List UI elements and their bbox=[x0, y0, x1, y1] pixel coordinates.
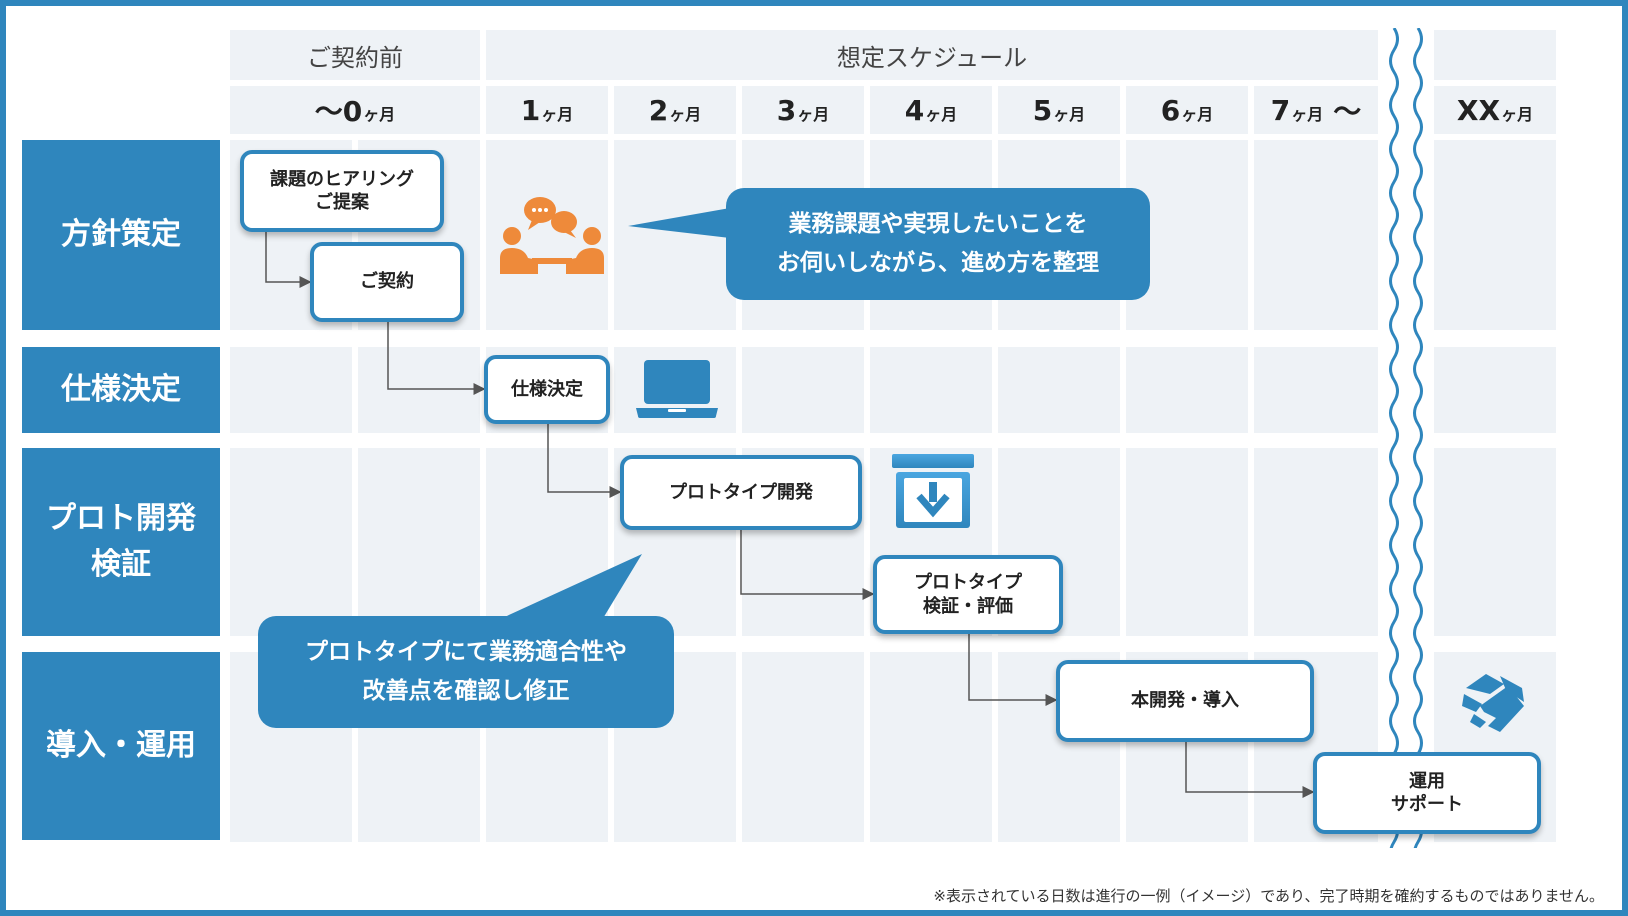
phase-label-proto: プロト開発 検証 bbox=[22, 448, 220, 636]
grid-cell bbox=[1254, 140, 1378, 330]
grid-cell bbox=[870, 652, 992, 842]
connector-maindev-operation bbox=[1185, 742, 1315, 798]
callout-policy-shape bbox=[628, 188, 1150, 300]
phase-label-deploy: 導入・運用 bbox=[22, 652, 220, 840]
callout-proto-shape bbox=[258, 554, 674, 728]
node-hearing: 課題のヒアリング ご提案 bbox=[240, 150, 444, 232]
grid-cell bbox=[870, 347, 992, 433]
wave-separator bbox=[1380, 28, 1432, 848]
grid-cell bbox=[742, 652, 864, 842]
wave-line-left bbox=[1389, 28, 1399, 848]
connector-protodev-protoeval bbox=[740, 530, 875, 600]
node-contract: ご契約 bbox=[310, 242, 464, 322]
header-schedule: 想定スケジュール bbox=[486, 30, 1378, 80]
callout-proto: プロトタイプにて業務適合性や 改善点を確認し修正 bbox=[305, 638, 627, 704]
laptop-icon bbox=[636, 360, 718, 418]
grid-cell bbox=[1434, 140, 1556, 330]
header-pre-contract: ご契約前 bbox=[230, 30, 480, 80]
grid-cell bbox=[1434, 448, 1556, 636]
phase-label-spec: 仕様決定 bbox=[22, 347, 220, 433]
node-proto-dev: プロトタイプ開発 bbox=[620, 455, 862, 530]
grid-cell bbox=[230, 448, 352, 636]
footnote: ※表示されている日数は進行の一例（イメージ）であり、完了時期を確約するものではあ… bbox=[933, 887, 1604, 905]
connector-spec-protodev bbox=[547, 424, 622, 498]
connector-hearing-contract bbox=[265, 232, 312, 288]
grid-cell bbox=[1254, 448, 1378, 636]
grid-cell bbox=[998, 347, 1120, 433]
grid-cell bbox=[1434, 347, 1556, 433]
node-proto-eval: プロトタイプ 検証・評価 bbox=[873, 555, 1063, 634]
meeting-people-icon bbox=[500, 197, 604, 274]
connector-contract-spec bbox=[387, 322, 486, 395]
wave-separator-bg bbox=[1380, 28, 1432, 848]
callout-policy: 業務課題や実現したいことを お伺いしながら、進め方を整理 bbox=[777, 210, 1099, 276]
node-main-dev: 本開発・導入 bbox=[1056, 660, 1314, 742]
grid-cell bbox=[358, 347, 480, 433]
wave-line-right bbox=[1413, 28, 1423, 848]
handshake-icon bbox=[1462, 674, 1524, 732]
grid-cell bbox=[358, 448, 480, 636]
header-spacer bbox=[1434, 30, 1556, 80]
download-box-icon bbox=[892, 454, 974, 528]
node-spec: 仕様決定 bbox=[484, 355, 610, 424]
connector-protoeval-maindev bbox=[968, 634, 1058, 706]
grid-cell bbox=[742, 347, 864, 433]
grid-cell bbox=[230, 347, 352, 433]
node-operation: 運用 サポート bbox=[1313, 752, 1541, 834]
grid-cell bbox=[1254, 347, 1378, 433]
phase-label-policy: 方針策定 bbox=[22, 140, 220, 330]
grid-cell bbox=[1126, 347, 1248, 433]
grid-cell bbox=[1126, 448, 1248, 636]
